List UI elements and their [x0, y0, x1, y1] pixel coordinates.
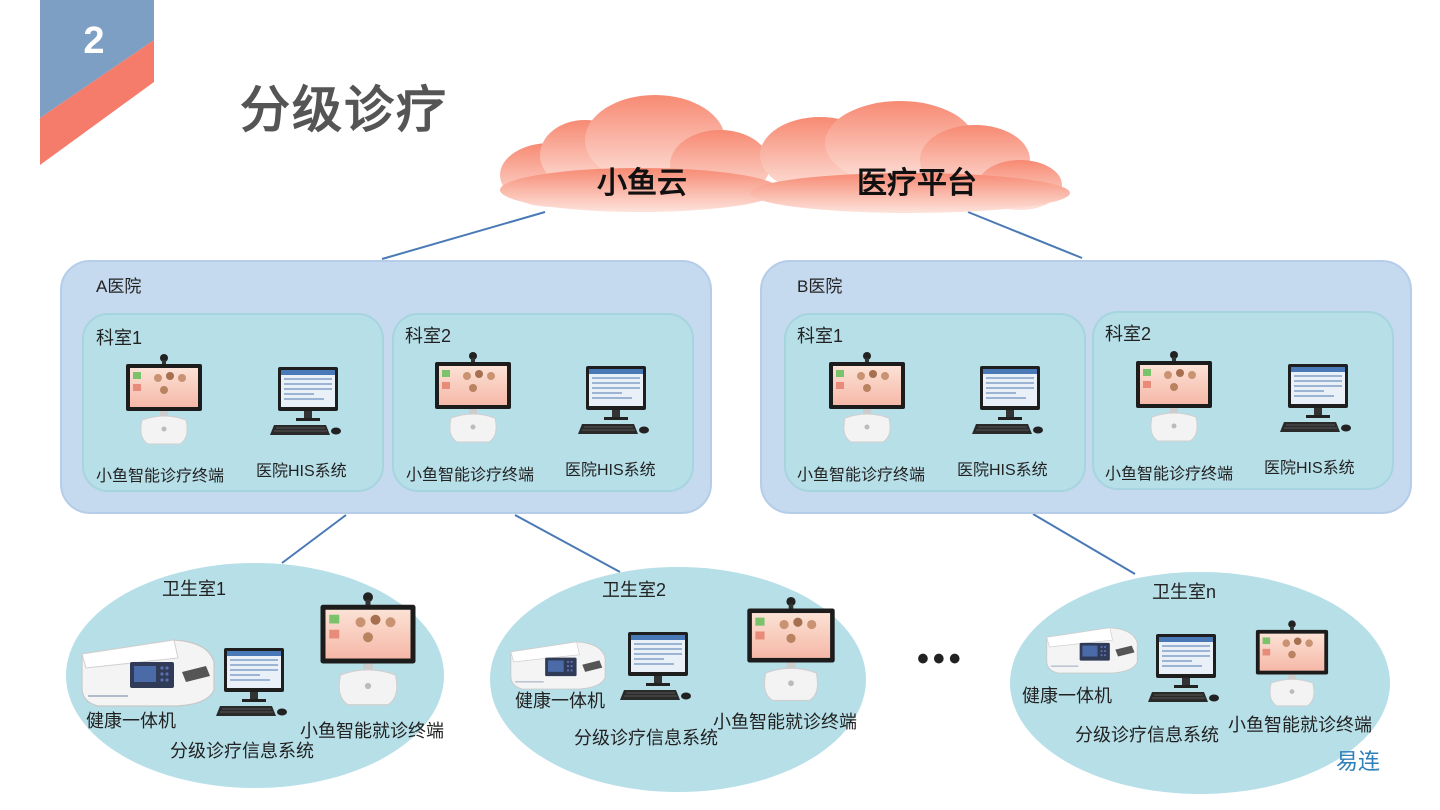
clinic-n	[1010, 572, 1390, 794]
clinic-n-name: 卫生室n	[1152, 582, 1217, 602]
hospital-b-room-1-name: 科室1	[797, 326, 844, 346]
smart-terminal-icon	[1255, 619, 1329, 707]
his-computer-icon	[1279, 363, 1352, 433]
hospital-b-room-2-name: 科室2	[1105, 324, 1152, 344]
slide-number: 2	[83, 20, 105, 62]
hospital-a-room-1-name: 科室1	[96, 328, 143, 348]
hospital-a-room-2-his-label: 医院HIS系统	[565, 462, 656, 479]
hospital-b-name: B医院	[797, 277, 843, 296]
hospital-a-room-2-terminal-label: 小鱼智能诊疗终端	[406, 467, 535, 484]
his-computer-icon	[971, 365, 1044, 435]
smart-terminal-icon	[828, 351, 906, 443]
clinic-n-device2-label: 分级诊疗信息系统	[1075, 725, 1219, 745]
slide-number-badge	[40, 0, 154, 165]
hospital-b-room-2-terminal-label: 小鱼智能诊疗终端	[1105, 466, 1234, 483]
his-computer-icon	[1147, 633, 1220, 703]
hospital-a-name: A医院	[96, 277, 142, 296]
hospital-b-room-1-terminal-label: 小鱼智能诊疗终端	[797, 467, 926, 484]
brand-watermark: 易连	[1336, 749, 1381, 774]
cloud-label-xiaoyu: 小鱼云	[597, 167, 687, 200]
hospital-a-room-1-his-label: 医院HIS系统	[256, 463, 347, 480]
health-machine-icon	[81, 639, 215, 707]
clinic-n-device1-label: 健康一体机	[1022, 686, 1112, 706]
his-computer-icon	[577, 365, 650, 435]
smart-terminal-icon	[125, 353, 203, 445]
clinic-1-name: 卫生室1	[162, 579, 227, 599]
clinic-1-device3-label: 小鱼智能就诊终端	[300, 721, 444, 741]
smart-terminal-icon	[746, 596, 836, 702]
clinic-1-device2-label: 分级诊疗信息系统	[170, 741, 314, 761]
his-computer-icon	[269, 366, 342, 436]
health-machine-icon	[510, 641, 606, 690]
clinic-1-device1-label: 健康一体机	[86, 711, 176, 731]
clinic-2-device3-label: 小鱼智能就诊终端	[713, 712, 857, 732]
clinic-2-device1-label: 健康一体机	[515, 691, 605, 711]
ellipsis-more-clinics: •••	[917, 640, 965, 678]
clinic-2-name: 卫生室2	[602, 580, 667, 600]
cloud-platform	[500, 95, 1070, 213]
hospital-a-room-1-terminal-label: 小鱼智能诊疗终端	[96, 468, 225, 485]
hospital-b-room-2-his-label: 医院HIS系统	[1264, 460, 1355, 477]
his-computer-icon	[619, 631, 692, 701]
health-machine-icon	[1046, 627, 1138, 674]
clinic-2-device2-label: 分级诊疗信息系统	[574, 728, 718, 748]
smart-terminal-icon	[434, 351, 512, 443]
cloud-label-medical-platform: 医疗平台	[857, 167, 977, 200]
hospital-a-room-2-name: 科室2	[405, 326, 452, 346]
hospital-b-room-1-his-label: 医院HIS系统	[957, 462, 1048, 479]
page-title: 分级诊疗	[240, 82, 448, 138]
his-computer-icon	[215, 647, 288, 717]
clinic-n-device3-label: 小鱼智能就诊终端	[1228, 715, 1372, 735]
smart-terminal-icon	[1135, 350, 1213, 442]
smart-terminal-icon	[319, 591, 417, 706]
